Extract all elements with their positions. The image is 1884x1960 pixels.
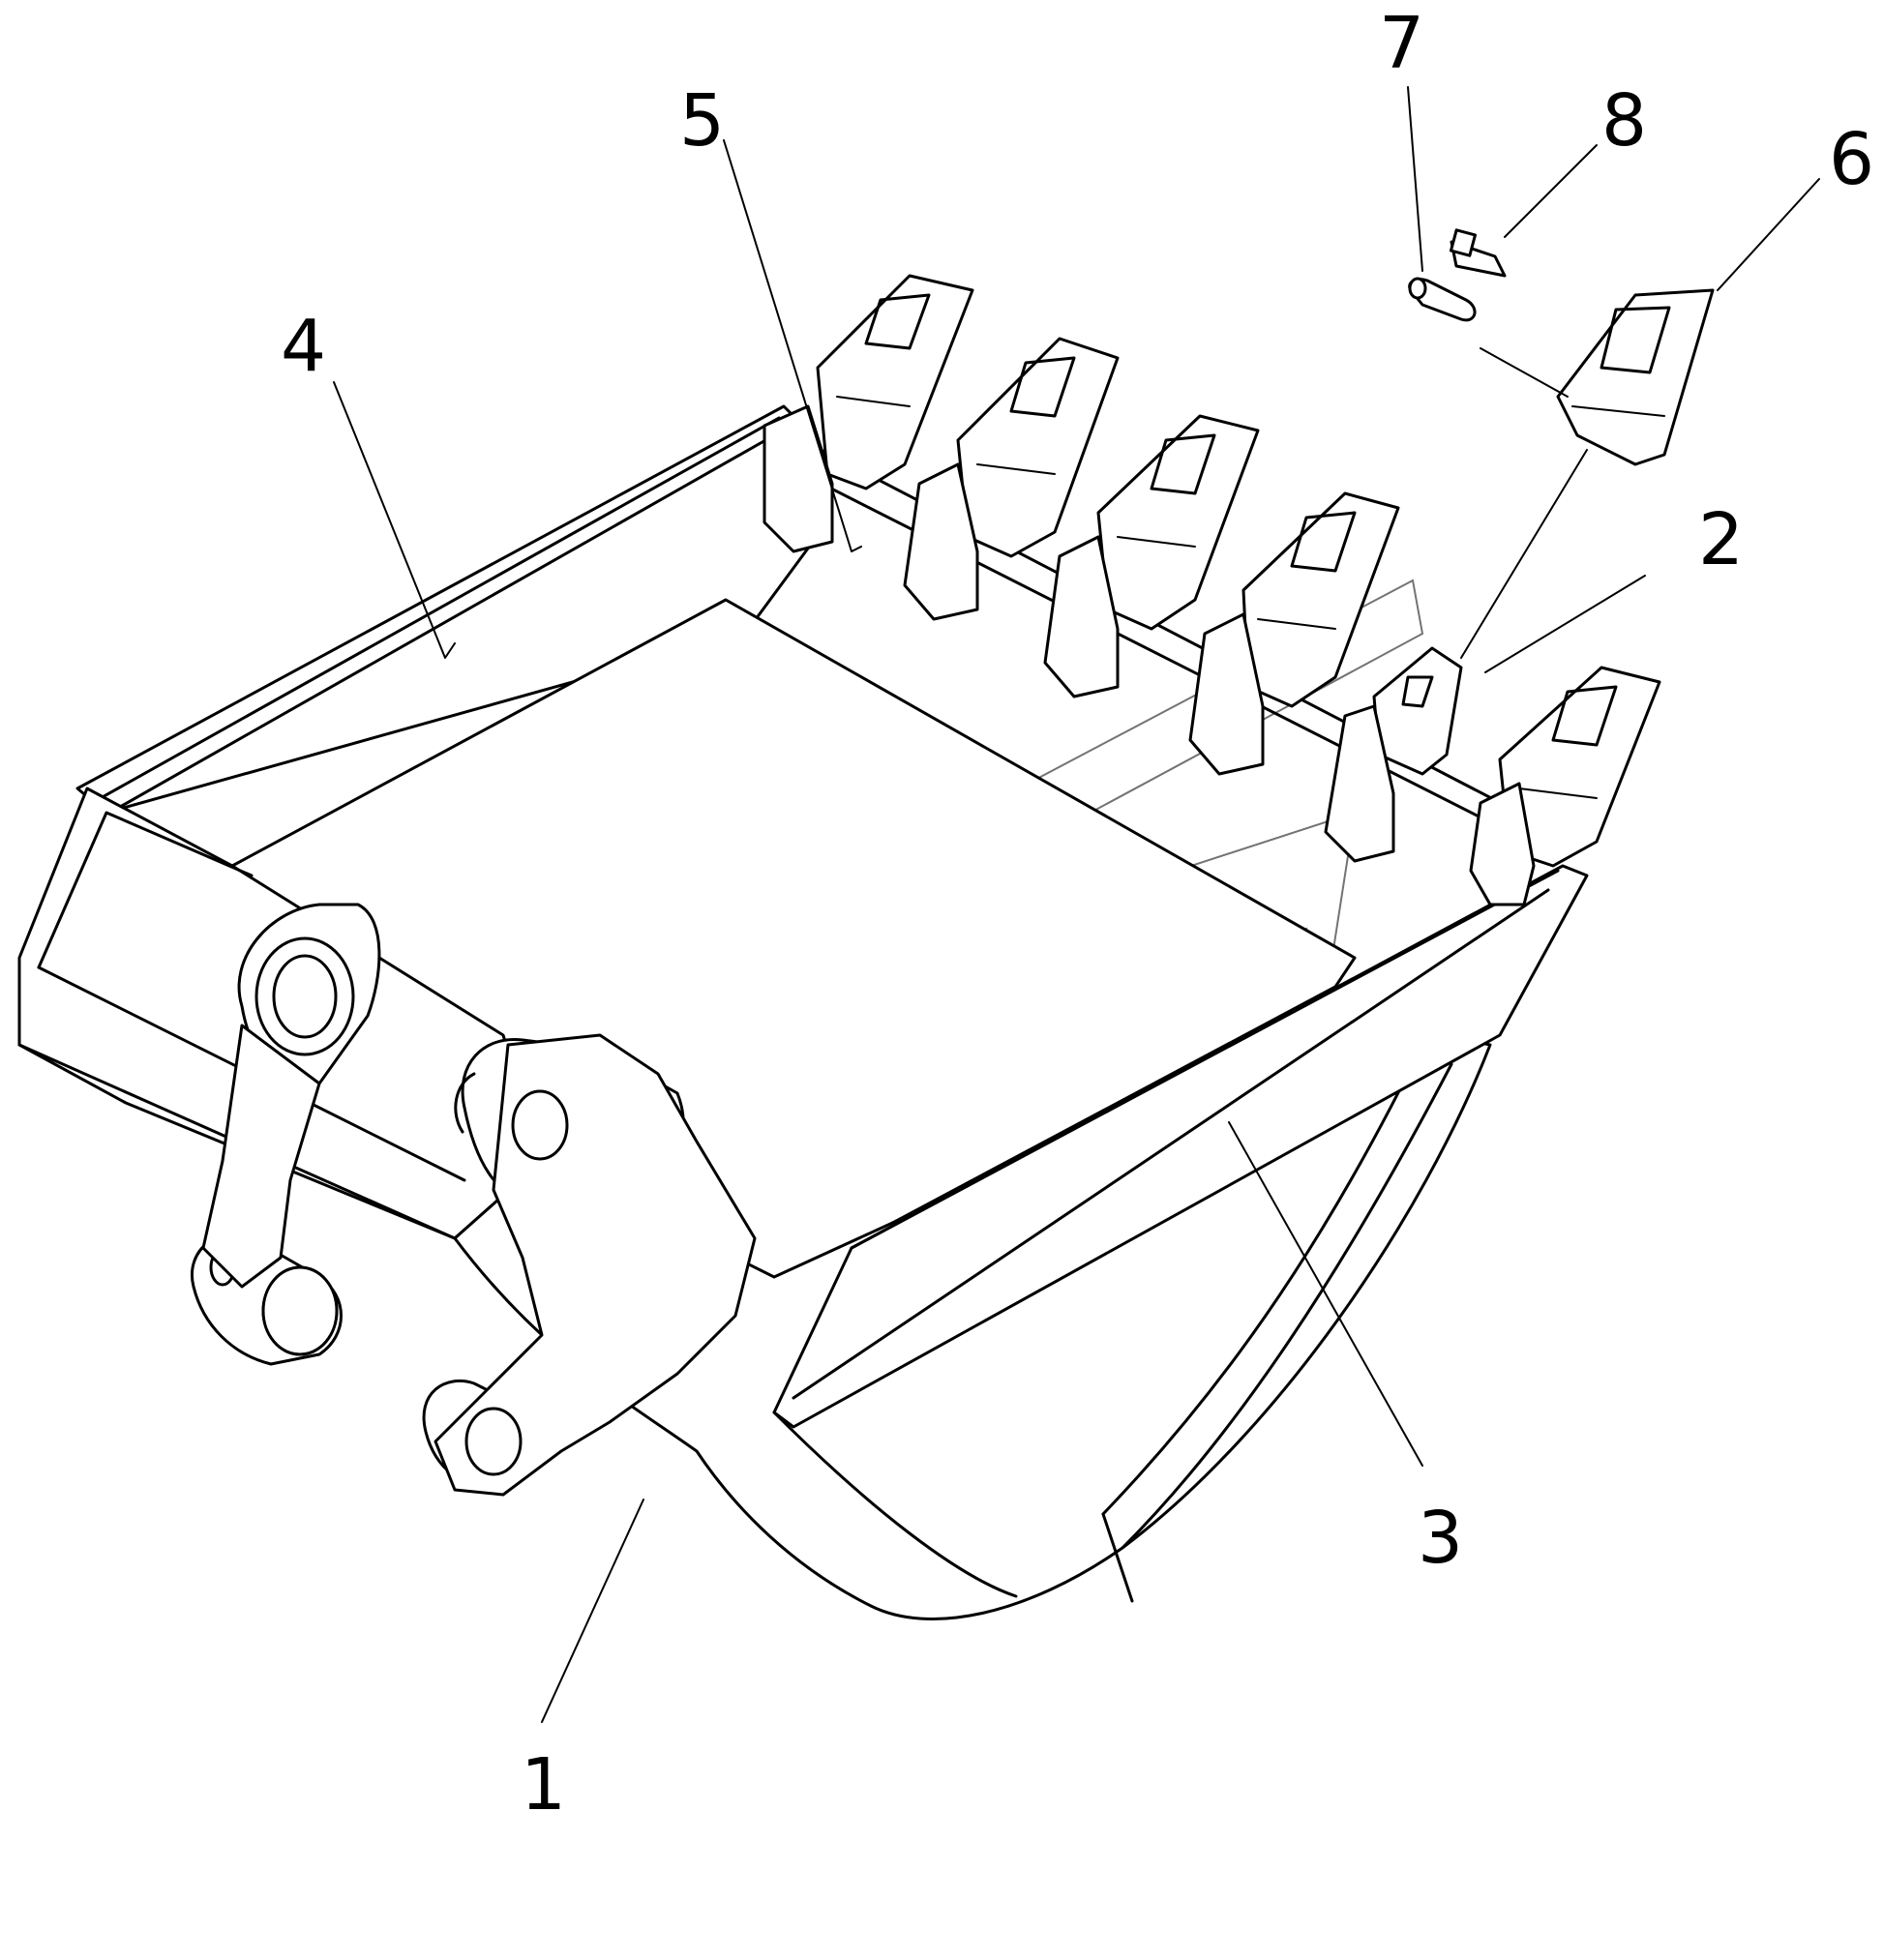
leader-4 [333, 381, 456, 659]
leader-lines [333, 86, 1820, 1723]
callout-7: 7 [1379, 2, 1424, 85]
tooth-row [763, 274, 1661, 906]
tooth-2 [903, 337, 1120, 621]
tooth-3 [1043, 414, 1260, 698]
tooth-6 [1469, 666, 1661, 906]
leader-3 [1228, 1121, 1423, 1467]
adapter-bare [1324, 646, 1463, 863]
leader-5 [723, 139, 862, 552]
exploded-parts [1408, 228, 1715, 466]
bucket-body [17, 404, 1589, 1620]
leader-6 [1717, 178, 1820, 291]
callout-2: 2 [1698, 498, 1744, 581]
leader-6c [1480, 347, 1569, 398]
tooth-1 [763, 274, 974, 553]
rear-ear-plate [201, 1024, 321, 1289]
leader-2 [1484, 575, 1646, 673]
callout-4: 4 [281, 305, 326, 388]
leader-7 [1407, 86, 1423, 272]
leader-8 [1504, 144, 1598, 238]
tooth-4 [1188, 491, 1400, 776]
callout-8: 8 [1601, 79, 1647, 163]
callout-labels: 1 2 3 4 5 6 7 8 [281, 2, 1874, 1826]
leader-1 [541, 1499, 644, 1723]
callout-3: 3 [1418, 1497, 1463, 1580]
callout-5: 5 [679, 79, 725, 163]
callout-1: 1 [521, 1743, 566, 1826]
tooth-point-exploded [1556, 288, 1715, 466]
ear-plate [434, 1033, 757, 1497]
callout-6: 6 [1829, 118, 1874, 201]
leader-6b [1460, 449, 1588, 659]
